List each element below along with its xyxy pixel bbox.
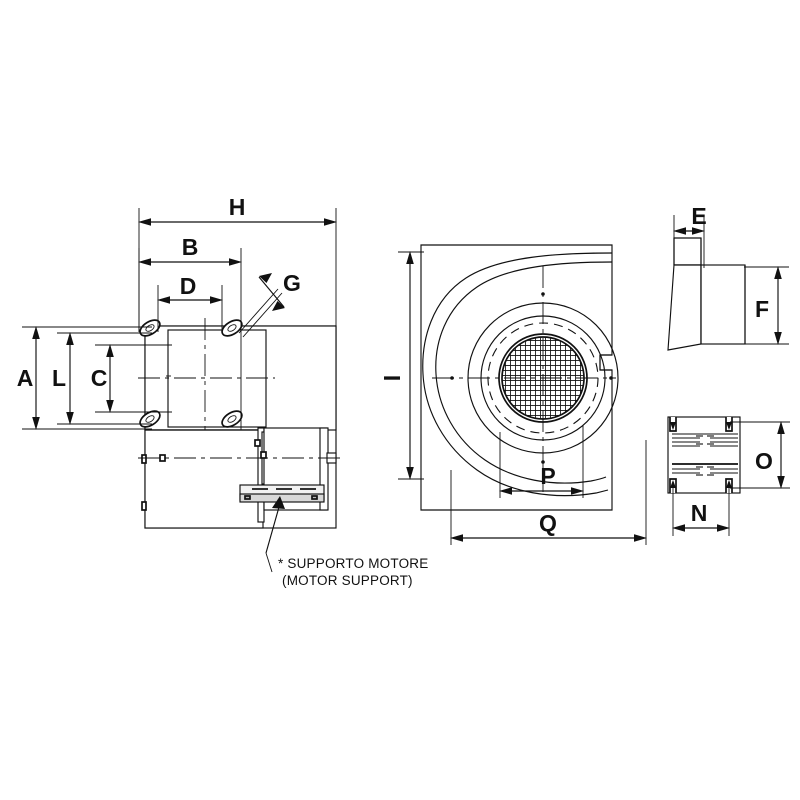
side-mounting-lugs (139, 319, 243, 428)
dimension-label-N: N (691, 500, 708, 526)
dimension-O: O (730, 421, 790, 489)
mounting-lug-bottom-left (139, 410, 161, 428)
bracket-slot-detail (672, 433, 738, 476)
dimension-label-E: E (691, 203, 706, 229)
motor-support-bracket-view: O N (667, 416, 790, 536)
dimension-label-C: C (91, 365, 108, 391)
outlet-flange-body (667, 237, 746, 351)
dimension-P: P (499, 425, 584, 498)
outlet-flange-view: E F (667, 203, 789, 351)
dimension-A: A (17, 326, 152, 430)
dimension-label-L: L (52, 365, 66, 391)
dimension-B: B (138, 234, 242, 430)
dimension-L: L (52, 332, 152, 425)
motor-support-plate (239, 484, 325, 503)
motor-support-note-line2: (MOTOR SUPPORT) (282, 573, 413, 588)
dimension-E: E (673, 203, 707, 268)
dimension-C: C (91, 344, 172, 413)
side-view: A L C (17, 194, 429, 588)
motor-support-note-line1: * SUPPORTO MOTORE (278, 556, 428, 571)
dimension-N: N (672, 484, 730, 536)
dimension-label-A: A (17, 365, 34, 391)
dimension-G: G (238, 270, 301, 338)
side-inlet-centerlines (138, 318, 275, 440)
mounting-lug-top-left (139, 319, 161, 337)
dimension-label-D: D (180, 273, 197, 299)
dimension-label-P: P (540, 463, 555, 489)
motor-support-annotation: * SUPPORTO MOTORE (MOTOR SUPPORT) (265, 496, 428, 588)
dimension-Q: Q (450, 440, 647, 545)
side-housing-outline (141, 429, 264, 529)
dimension-label-O: O (755, 448, 773, 474)
dimension-label-H: H (229, 194, 246, 220)
front-volute-scroll (422, 252, 613, 497)
front-view: I P Q (379, 244, 647, 545)
dimension-F: F (744, 266, 789, 345)
dimension-label-Q: Q (539, 510, 557, 536)
dimension-I: I (379, 251, 424, 480)
dimension-label-I: I (379, 375, 405, 381)
bracket-body (667, 416, 741, 494)
dimension-label-B: B (182, 234, 199, 260)
dimension-label-F: F (755, 296, 769, 322)
front-centerlines (432, 266, 616, 492)
dimension-label-G: G (283, 270, 301, 296)
dimension-D: D (157, 273, 223, 332)
